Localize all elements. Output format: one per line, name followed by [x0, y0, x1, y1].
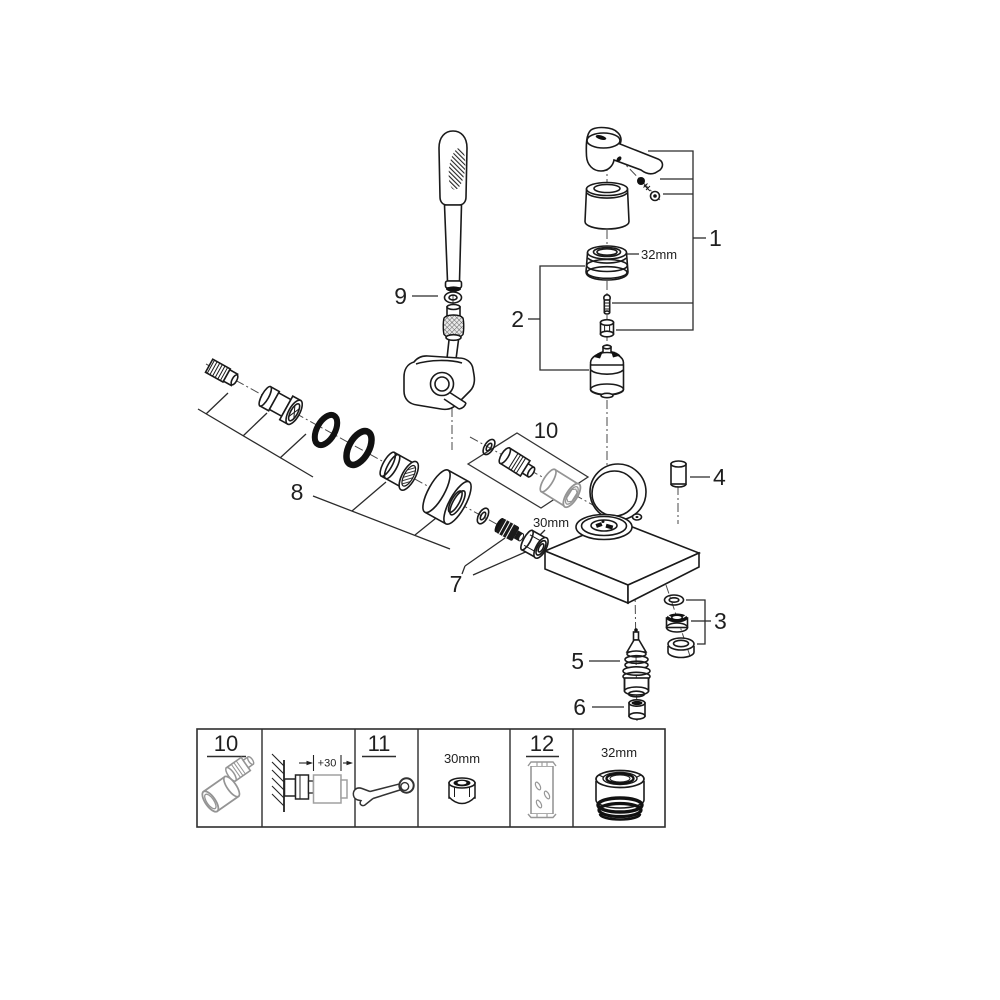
- shower-handset: [438, 130, 468, 292]
- check-valve-kit-frame: [466, 432, 590, 509]
- legend-cell-tool-11: [352, 755, 415, 807]
- handset-handle: [443, 204, 463, 282]
- o-ring-large-1: [311, 411, 341, 449]
- legend-32mm-label: 32mm: [601, 745, 637, 760]
- washer-small: [476, 507, 490, 525]
- diverter-plug: [628, 698, 646, 720]
- s-union: [258, 385, 304, 426]
- spout-o-ring: [663, 594, 685, 606]
- handle-screw: [637, 177, 661, 202]
- legend-cell-install: [271, 753, 353, 812]
- cartridge-seat: [575, 513, 633, 541]
- diverter-cartridge: [622, 628, 651, 698]
- nut-30mm: [448, 777, 476, 805]
- legend-kit-socket: [201, 775, 241, 813]
- callout-10-label: 10: [534, 418, 558, 443]
- callout-5-label: 5: [571, 648, 584, 674]
- union-nut: [379, 451, 420, 491]
- callout-4-label: 4: [713, 464, 726, 490]
- faucet-body: [542, 463, 702, 605]
- legend-cell-kit-10: [201, 755, 255, 813]
- cartridge-ring-32mm: [585, 245, 629, 281]
- o-ring-large-2: [343, 427, 375, 469]
- union-nut-30mm: [520, 529, 549, 560]
- handset-washer: [443, 291, 463, 304]
- legend-kit-check-valve: [225, 755, 255, 782]
- callout-2-label: 2: [511, 306, 524, 332]
- kit-check-valve: [498, 446, 536, 478]
- hose-nut: [442, 303, 465, 342]
- legend-11-label: 11: [368, 731, 391, 756]
- legend-cell-part-12: [526, 755, 559, 819]
- callout-3-bracket: [686, 599, 711, 645]
- holder-hole: [429, 371, 455, 397]
- wrench: [352, 777, 415, 807]
- spout-ring: [667, 637, 695, 659]
- callout-6-label: 6: [573, 694, 586, 720]
- wall-hatch: [271, 753, 285, 807]
- callout-3-label: 3: [714, 608, 727, 634]
- callout-1-bracket: [612, 150, 706, 331]
- callout-1-label: 1: [709, 225, 722, 251]
- callout-2-bracket: [528, 265, 589, 371]
- lever-handle: [585, 126, 664, 175]
- dim-32mm-label: 32mm: [641, 247, 677, 262]
- extension-part: [312, 774, 342, 804]
- diverter-knob-ring: [665, 613, 689, 633]
- legend-cell-30mm: [448, 777, 476, 805]
- spray-face-hatch: [446, 147, 468, 191]
- dome-cap: [584, 181, 630, 230]
- handle-logo-dot: [595, 135, 607, 140]
- escutcheon: [422, 469, 472, 525]
- adapter-nut: [599, 318, 615, 338]
- legend-10-label: 10: [214, 731, 238, 756]
- check-valve: [494, 518, 525, 542]
- ring-32mm: [595, 769, 645, 821]
- legend-cell-part-32mm: [595, 769, 645, 821]
- legend-12-label: 12: [530, 731, 554, 756]
- callout-8-label: 8: [291, 479, 304, 505]
- legend-plus30-label: +30: [318, 758, 337, 770]
- callout-8-bracket: [197, 392, 451, 550]
- s-union-nipple: [204, 358, 239, 387]
- legend-strip: [196, 728, 666, 828]
- callout-7-label: 7: [450, 571, 463, 597]
- adapter-screw: [602, 293, 611, 315]
- kit-socket: [539, 468, 582, 509]
- extension-tube: [527, 761, 557, 819]
- dim-30mm-label: 30mm: [533, 515, 569, 530]
- cartridge: [589, 344, 625, 399]
- callout-7-leaders: [461, 537, 531, 576]
- callout-9-label: 9: [394, 283, 407, 309]
- kit-washer: [482, 438, 496, 456]
- legend-30mm-label: 30mm: [444, 751, 480, 766]
- plug-4: [670, 460, 687, 488]
- wall-holder-bracket: [403, 355, 476, 411]
